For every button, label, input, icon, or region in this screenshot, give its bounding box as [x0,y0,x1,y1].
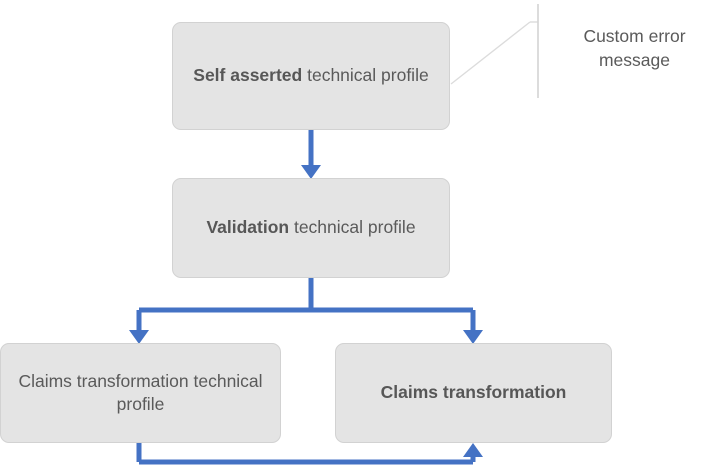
node-claims-transformation[interactable]: Claims transformation [335,343,612,443]
node-validation-technical-profile[interactable]: Validation technical profile [172,178,450,278]
node-validation-bold-text: Validation [206,217,290,238]
node-claims-left-regular-text: Claims transformation technical profile [18,370,263,414]
node-validation-regular-text: technical profile [289,217,416,238]
node-claims-transformation-technical-profile[interactable]: Claims transformation technical profile [0,343,281,443]
callout-custom-error-message: Custom error message [583,26,686,70]
arrow-self-asserted-to-validation [301,130,321,179]
callout-leader-line [450,4,539,98]
node-self-asserted-regular-text: technical profile [302,65,429,86]
node-claims-left-label: Claims transformation technical profile [15,370,266,417]
node-self-asserted-bold-text: Self asserted [193,65,303,86]
node-claims-right-label: Claims transformation [350,381,597,404]
node-self-asserted-label: Self asserted technical profile [187,64,435,87]
arrow-claims-left-to-claims-right [136,443,483,465]
node-validation-label: Validation technical profile [187,216,435,239]
node-self-asserted-technical-profile[interactable]: Self asserted technical profile [172,22,450,130]
arrow-validation-branch [129,278,483,344]
node-claims-right-bold-text: Claims transformation [380,382,567,403]
